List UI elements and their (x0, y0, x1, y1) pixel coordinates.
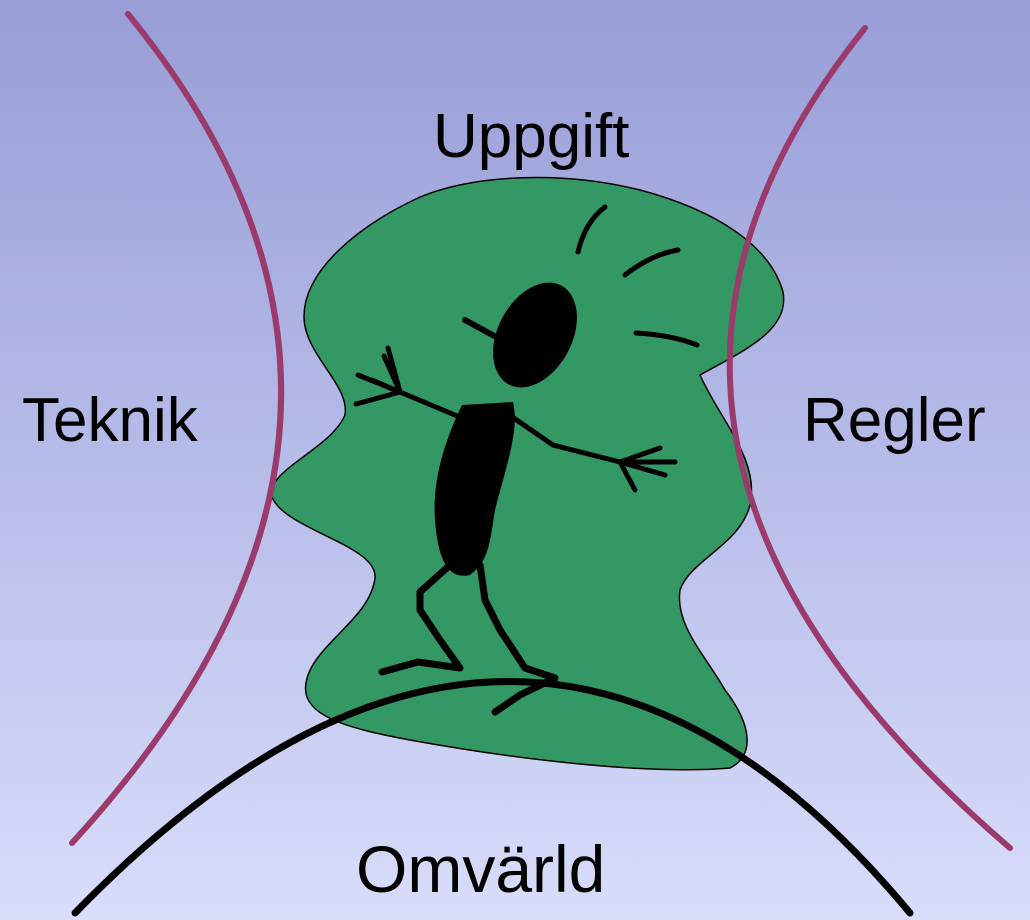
omvarld-ground-curve (71, 678, 914, 917)
figure-nose (462, 317, 501, 341)
figure-head (493, 282, 577, 388)
label-uppgift: Uppgift (433, 102, 630, 171)
figure-right-arm (502, 409, 678, 493)
motion-line-1 (575, 204, 608, 255)
figure-right-leg (476, 561, 559, 716)
figure-left-leg (378, 561, 464, 676)
figure-left-arm (353, 345, 465, 421)
motion-line-3 (633, 330, 700, 348)
motion-lines (575, 204, 700, 348)
teknik-boundary-curve (69, 11, 285, 846)
motion-line-2 (622, 247, 681, 278)
work-space-blob (270, 176, 785, 771)
label-omvarld: Omvärld (356, 832, 606, 906)
label-regler: Regler (803, 386, 986, 455)
figure-torso (434, 402, 515, 576)
regler-boundary-curve (726, 25, 1013, 851)
label-teknik: Teknik (22, 386, 198, 455)
stick-figure-icon (353, 282, 678, 716)
